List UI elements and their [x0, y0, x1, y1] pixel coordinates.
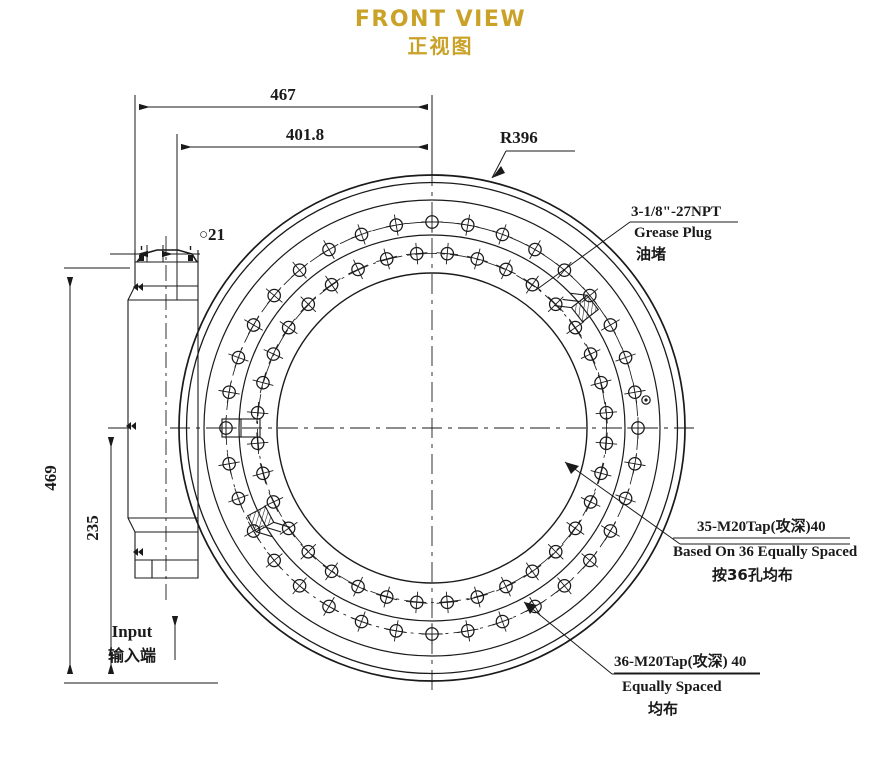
bolt-hole-inner-13	[547, 543, 564, 560]
bolt-hole-outer-28	[218, 381, 240, 403]
bolt-hole-inner-4	[547, 296, 564, 313]
note-tap35-en: Based On 36 Equally Spaced	[673, 544, 858, 560]
bolt-hole-outer-33	[319, 240, 339, 260]
ring-centerlines	[170, 166, 697, 692]
bolt-hole-outer-22	[291, 577, 309, 595]
bolt-hole-inner-22	[300, 543, 317, 560]
bolt-hole-inner-6	[580, 344, 601, 364]
bolt-hole-inner-7	[590, 372, 612, 394]
bolt-hole-inner-21	[322, 562, 341, 581]
note-tap35-cn: 按36孔均布	[712, 566, 793, 584]
bolt-hole-inner-24	[263, 492, 284, 512]
bolt-hole-inner-0	[436, 242, 458, 265]
bolt-hole-inner-12	[566, 519, 585, 538]
bolt-hole-inner-31	[300, 296, 317, 313]
bolt-hole-outer-17	[457, 620, 479, 642]
bolt-hole-inner-33	[348, 259, 368, 280]
bolt-hole-outer-21	[319, 596, 339, 616]
bolt-hole-outer-7	[615, 347, 636, 368]
bolt-hole-outer-19	[385, 620, 407, 642]
bolt-hole-inner-14	[523, 562, 542, 581]
note-tap36-en: Equally Spaced	[622, 679, 722, 695]
grease-plug-detail	[221, 292, 651, 538]
bolt-hole-outer-25	[228, 488, 249, 509]
bolt-hole-inner-35	[406, 242, 428, 265]
bolt-hole-outer-23	[265, 551, 283, 569]
bolt-hole-outer-10	[624, 453, 646, 475]
bolt-hole-inner-10	[590, 462, 612, 484]
bolt-hole-outer-16	[492, 611, 513, 632]
bolt-hole-outer-8	[624, 381, 646, 403]
bolt-hole-inner-3	[523, 275, 542, 294]
label-input-en: Input	[112, 622, 153, 641]
note-tap36-spec: 36-M20Tap(攻深) 40	[614, 652, 746, 670]
bolt-hole-outer-34	[351, 224, 372, 245]
dim-width-overall: 467	[270, 85, 296, 104]
bolt-hole-inner-28	[252, 372, 274, 394]
bolt-hole-outer-13	[581, 551, 599, 569]
dimension-labels: 467 401.8 ○ 21 469 235 R396	[41, 85, 538, 541]
note-grease-plug-en: Grease Plug	[634, 225, 712, 241]
bolt-hole-inner-19	[376, 586, 398, 608]
bolt-hole-outer-32	[291, 261, 309, 279]
dim-hole-dia: 21	[208, 225, 225, 244]
bolt-hole-outer-18	[421, 623, 443, 645]
annotation-leader-lines	[171, 150, 850, 675]
bolt-hole-inner-9	[595, 432, 618, 454]
bolt-hole-inner-20	[348, 576, 368, 597]
bolt-hole-outer-3	[525, 240, 545, 260]
bolt-hole-inner-23	[279, 519, 298, 538]
bolt-hole-outer-0	[421, 211, 443, 233]
bolt-hole-inner-25	[252, 462, 274, 484]
dimension-lines	[64, 95, 433, 684]
bolt-hole-outer-27	[215, 417, 237, 439]
bolt-hole-inner-17	[436, 591, 458, 614]
bolt-hole-inner-34	[376, 248, 398, 270]
bolt-hole-outer-35	[385, 214, 407, 236]
bolt-hole-inner-15	[496, 576, 516, 597]
bolt-hole-inner-27	[246, 402, 269, 424]
dim-hole-dia-symbol: ○	[199, 227, 208, 243]
bolt-hole-inner-5	[566, 318, 585, 337]
bolt-hole-outer-1	[457, 214, 479, 236]
dim-width-inner: 401.8	[286, 125, 324, 144]
bolt-hole-outer-26	[218, 453, 240, 475]
label-input-cn: 输入端	[108, 646, 156, 665]
dim-height-overall: 469	[41, 465, 60, 491]
note-grease-plug-cn: 油堵	[636, 245, 666, 263]
note-tap35-spec: 35-M20Tap(攻深)40	[697, 517, 826, 535]
annotation-underlines	[614, 537, 850, 674]
bolt-hole-outer-12	[600, 521, 620, 541]
bolt-hole-inner-18	[406, 591, 428, 614]
bolt-hole-outer-20	[351, 611, 372, 632]
bolt-hole-inner-1	[466, 248, 488, 270]
note-tap36-cn: 均布	[648, 700, 678, 718]
bolt-hole-outer-2	[492, 224, 513, 245]
bolt-hole-inner-32	[322, 275, 341, 294]
outer-bolt-hole-ring	[215, 211, 649, 645]
bolt-hole-inner-30	[279, 318, 298, 337]
bolt-hole-outer-31	[265, 287, 283, 305]
bolt-hole-outer-9	[627, 417, 649, 439]
bolt-hole-outer-29	[228, 347, 249, 368]
dim-outer-radius: R396	[500, 128, 538, 147]
bolt-hole-inner-11	[580, 492, 601, 512]
bolt-hole-inner-2	[496, 259, 516, 280]
inner-bolt-hole-ring	[246, 242, 618, 614]
bolt-hole-outer-14	[555, 577, 573, 595]
bolt-hole-outer-6	[600, 315, 620, 335]
bolt-hole-inner-8	[595, 402, 618, 424]
dim-height-center: 235	[83, 515, 102, 541]
bolt-hole-outer-30	[244, 315, 264, 335]
bolt-hole-outer-4	[555, 261, 573, 279]
note-grease-plug-spec: 3-1/8"-27NPT	[631, 204, 721, 220]
bolt-hole-inner-29	[263, 344, 284, 364]
gearbox-housing-profile	[126, 246, 199, 579]
annotation-labels: 3-1/8"-27NPT Grease Plug 油堵 35-M20Tap(攻深…	[108, 204, 858, 718]
bolt-hole-inner-16	[466, 586, 488, 608]
